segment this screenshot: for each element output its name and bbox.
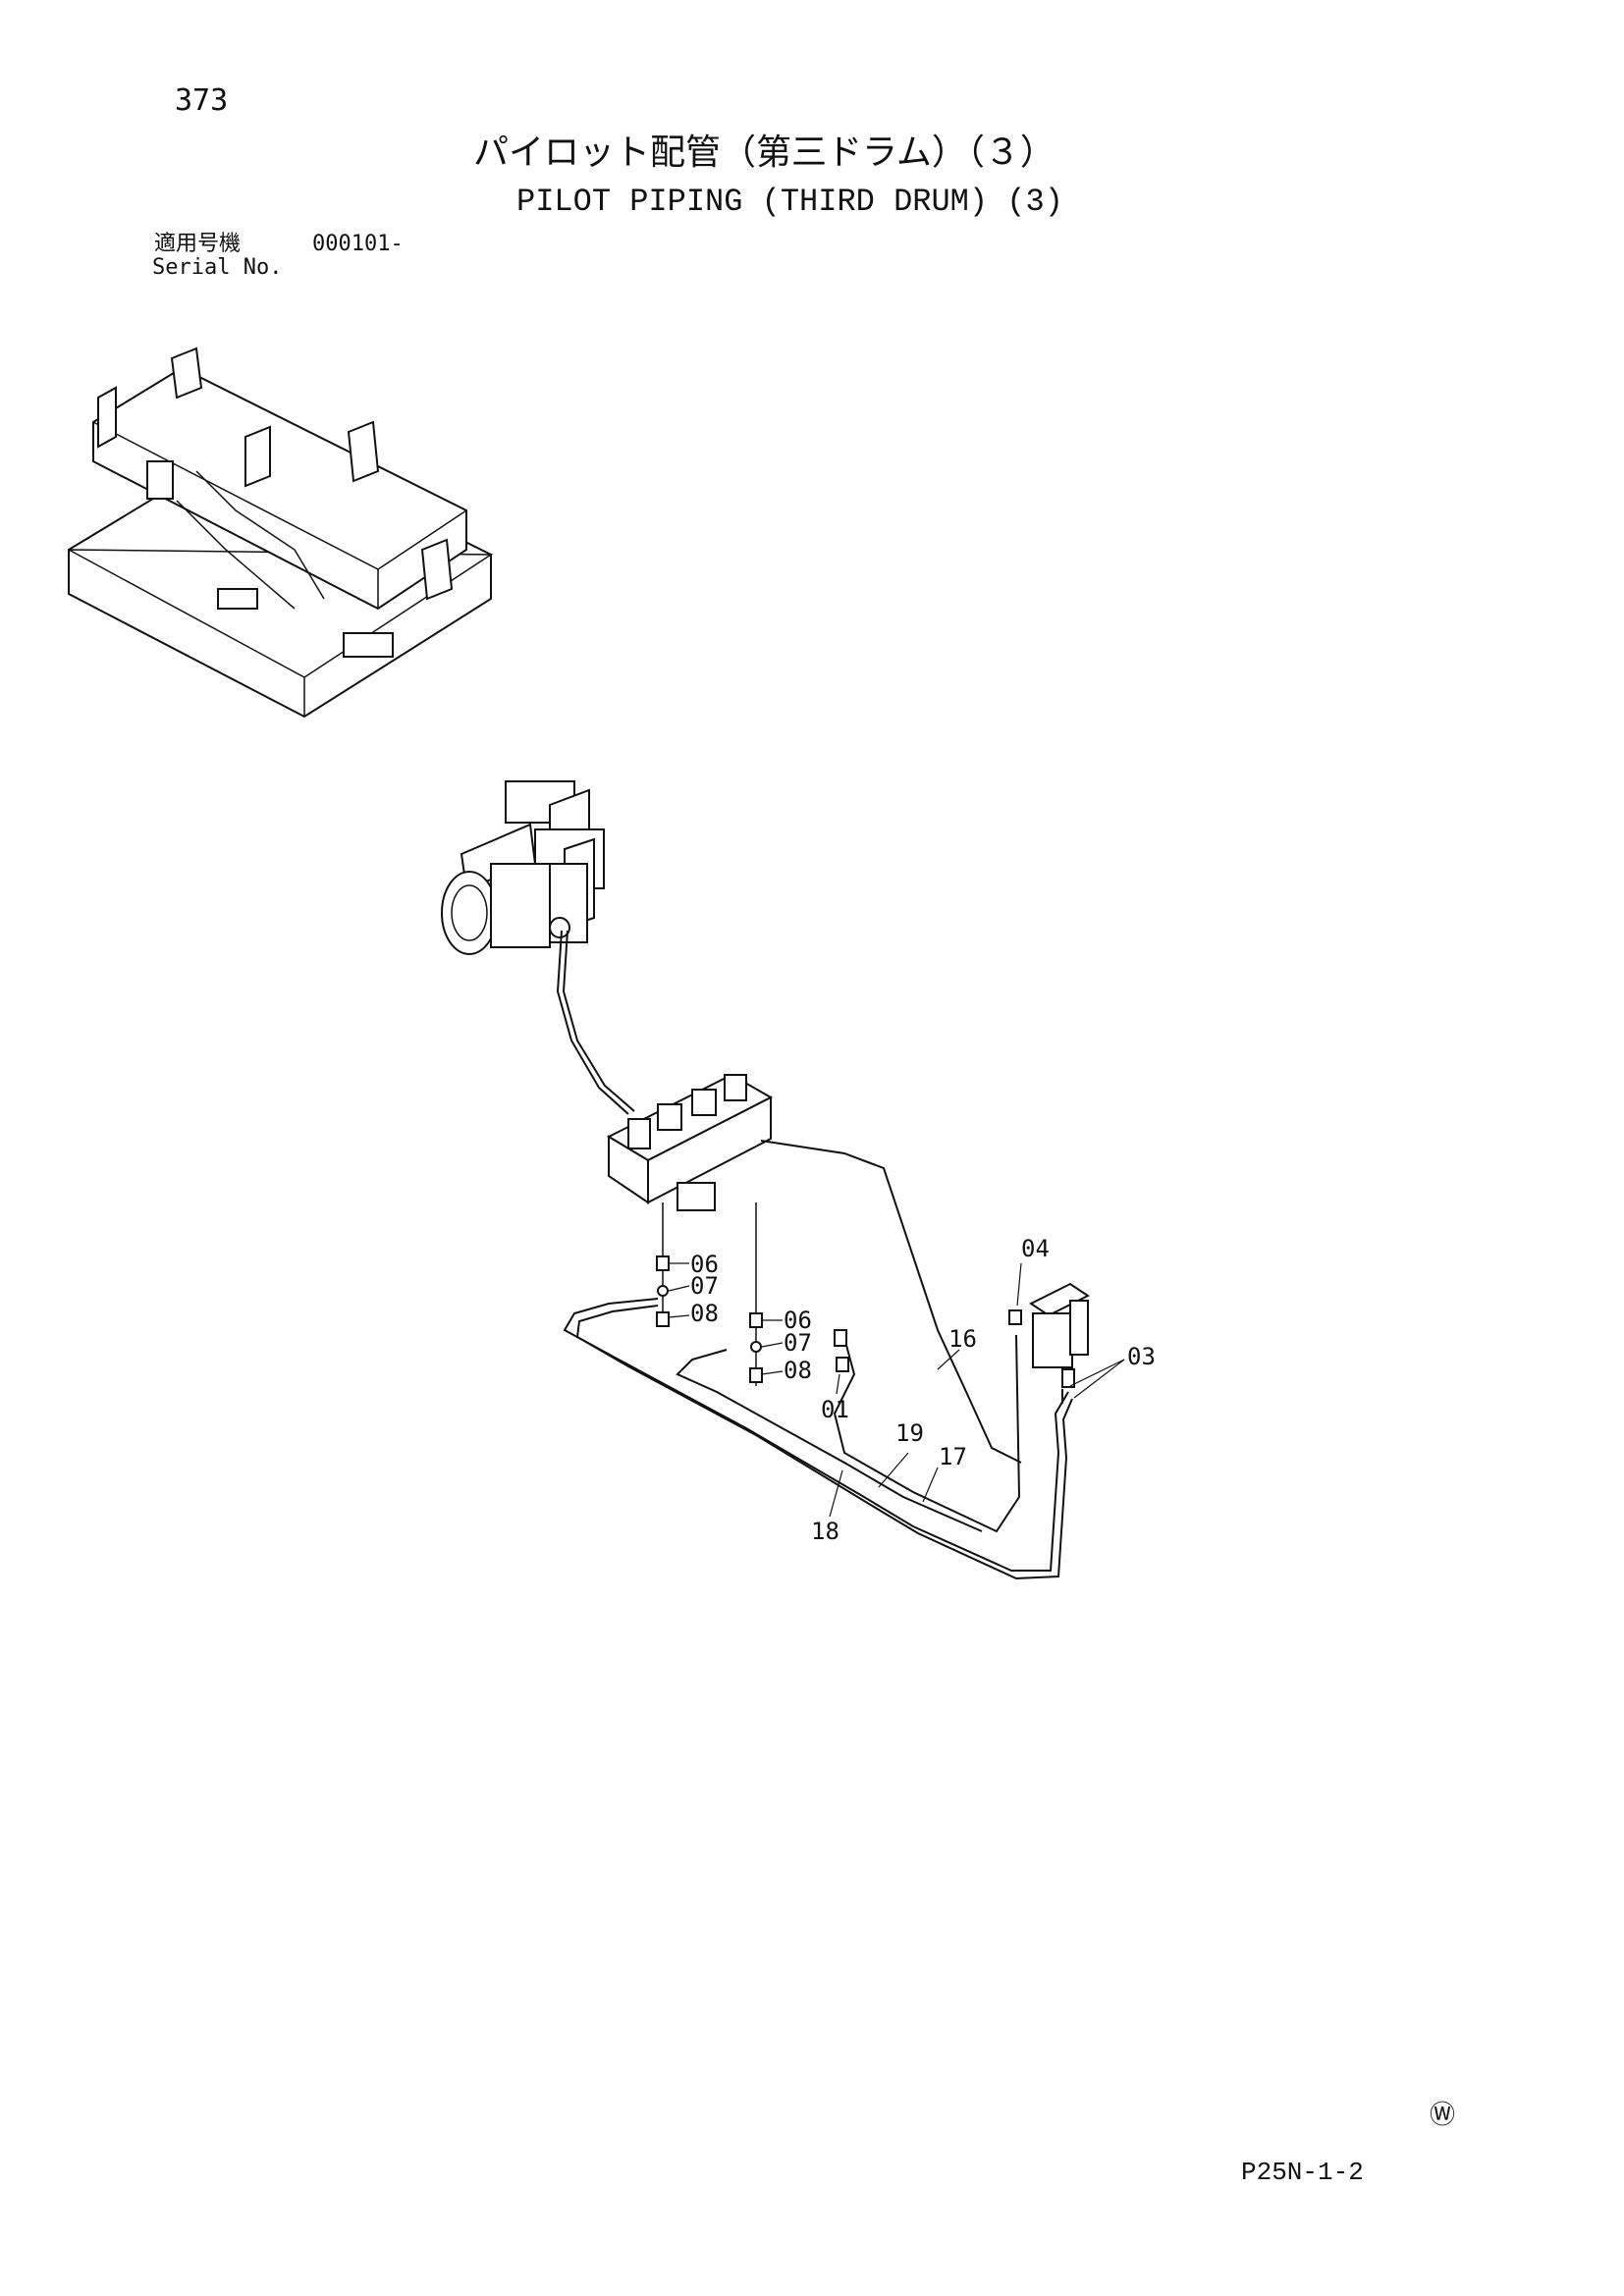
callout-07-b: 07 xyxy=(784,1329,812,1357)
callout-18: 18 xyxy=(811,1518,839,1545)
frame-overview xyxy=(68,347,494,719)
page-title-english: PILOT PIPING (THIRD DRUM) (3) xyxy=(516,184,1063,220)
callout-06-a: 06 xyxy=(690,1251,719,1278)
callout-17: 17 xyxy=(939,1443,967,1470)
serial-label-japanese: 適用号機 xyxy=(154,232,242,256)
callout-01: 01 xyxy=(821,1396,849,1423)
publisher-mark: Ⓦ xyxy=(1430,2101,1456,2130)
callout-03: 03 xyxy=(1127,1343,1156,1370)
serial-number-value: 000101- xyxy=(312,232,404,256)
callout-06-b: 06 xyxy=(784,1307,812,1334)
callout-08-a: 08 xyxy=(690,1300,719,1327)
page-code: P25N-1-2 xyxy=(1241,2158,1364,2187)
serial-label-english: Serial No. xyxy=(152,255,283,280)
callout-19: 19 xyxy=(895,1419,924,1447)
control-valve-block xyxy=(606,1073,774,1211)
fittings xyxy=(656,1202,1022,1386)
callout-04: 04 xyxy=(1021,1235,1050,1262)
callout-08-b: 08 xyxy=(784,1357,812,1384)
callout-leaders xyxy=(668,1262,1125,1518)
pilot-hoses xyxy=(556,930,1073,1580)
callout-07-a: 07 xyxy=(690,1272,719,1300)
callout-16: 16 xyxy=(948,1325,977,1353)
callout-labels: 06 07 08 06 07 08 01 04 03 16 17 19 18 xyxy=(690,1235,1156,1545)
page-number: 373 xyxy=(175,83,229,118)
page-title-japanese: パイロット配管（第三ドラム）（３） xyxy=(473,133,1056,173)
drum-motor-assembly xyxy=(441,780,605,955)
solenoid-valve xyxy=(1029,1282,1090,1388)
